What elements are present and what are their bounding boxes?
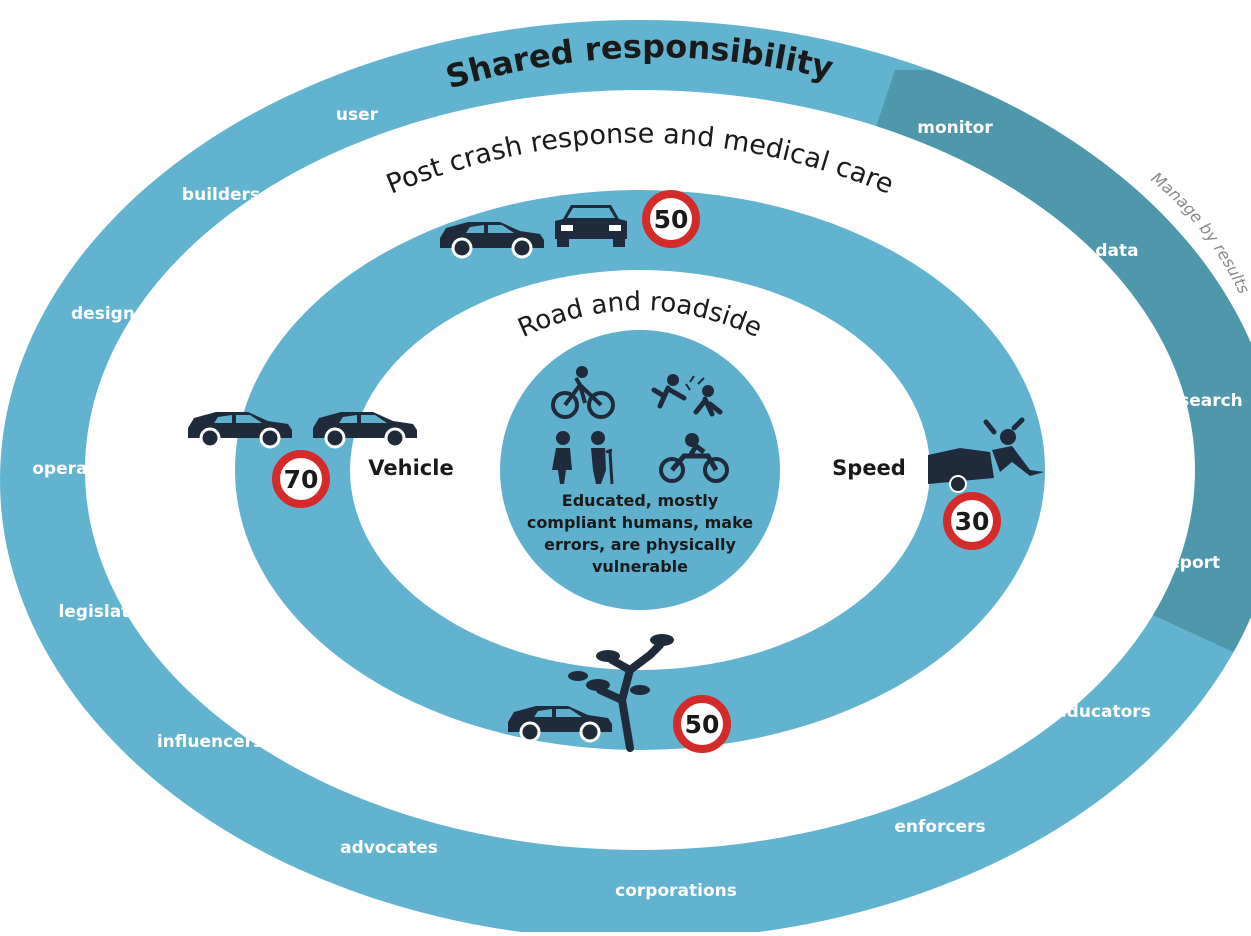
stakeholder-user: user [336, 105, 379, 125]
svg-text:50: 50 [685, 710, 720, 739]
center-text-line-4: vulnerable [592, 557, 688, 576]
stakeholder-labels: user builders designers operators legisl… [32, 105, 1151, 901]
stakeholder-designers: designers [71, 304, 165, 324]
stakeholder-enforcers: enforcers [894, 817, 985, 837]
result-research: research [1159, 391, 1243, 411]
elderly-people-icon [552, 431, 614, 485]
stakeholder-educators: educators [1055, 702, 1151, 722]
results-labels: monitor data research report [917, 118, 1243, 573]
speed-label: Speed [832, 456, 906, 480]
stakeholder-operators: operators [32, 459, 126, 479]
result-report: report [1160, 553, 1220, 573]
stakeholder-builders: builders [182, 185, 260, 205]
stakeholder-corporations: corporations [615, 881, 737, 901]
falling-person-icon [928, 417, 1044, 493]
speed-sign-left: 70 [272, 450, 330, 508]
result-monitor: monitor [917, 118, 993, 138]
stakeholder-advocates: advocates [340, 838, 438, 858]
stakeholder-influencers: influencers [157, 732, 263, 752]
bicycle-icon [551, 366, 615, 419]
tree-icon [568, 634, 674, 752]
result-data: data [1095, 241, 1138, 261]
stakeholder-legislators: legislators [58, 602, 159, 622]
center-text-line-2: compliant humans, make [527, 513, 753, 532]
center-text-line-1: Educated, mostly [562, 491, 719, 510]
speed-sign-top: 50 [642, 190, 700, 248]
speed-sign-right: 30 [943, 492, 1001, 550]
center-text: Educated, mostly compliant humans, make … [527, 491, 753, 576]
center-text-line-3: errors, are physically [544, 535, 736, 554]
svg-text:50: 50 [654, 205, 689, 234]
motorcycle-icon [659, 433, 729, 483]
svg-text:70: 70 [284, 465, 319, 494]
speed-sign-bottom: 50 [673, 695, 731, 753]
svg-text:30: 30 [955, 507, 990, 536]
vehicle-label: Vehicle [368, 456, 453, 480]
pedestrian-collision-icon [651, 374, 723, 417]
